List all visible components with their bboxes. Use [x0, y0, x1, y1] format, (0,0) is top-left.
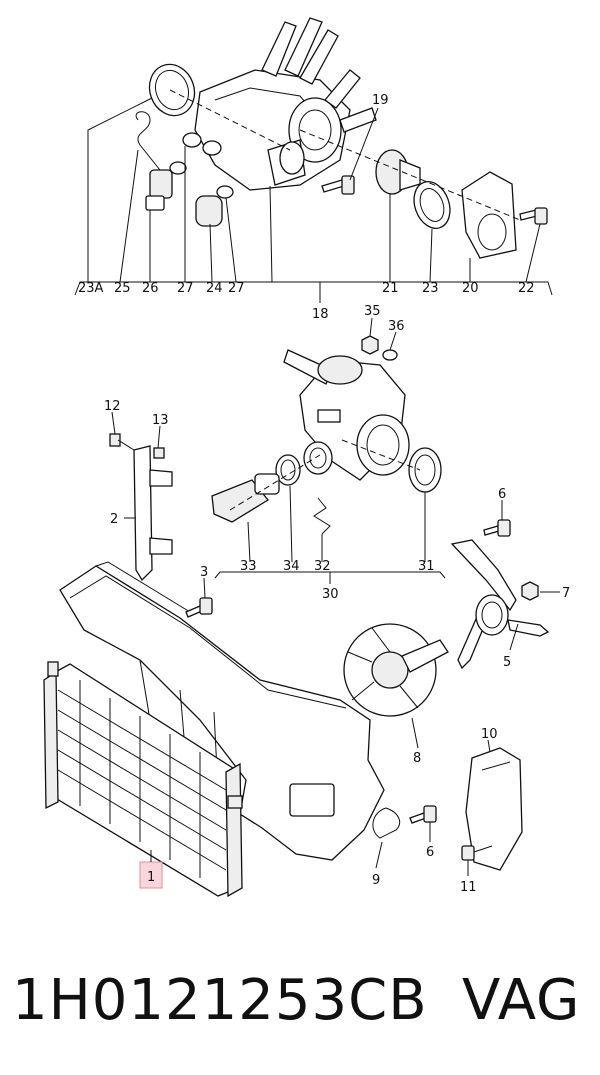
callout-24: 24	[206, 281, 223, 296]
callout-21: 21	[382, 281, 399, 296]
callout-34: 34	[283, 559, 300, 574]
brand-label: VAG	[462, 968, 581, 1033]
coolant-flange-assembly	[74, 17, 553, 303]
callout-10: 10	[481, 727, 498, 742]
callout-32: 32	[314, 559, 331, 574]
callout-36: 36	[388, 319, 405, 334]
callout-11: 11	[460, 880, 477, 895]
callout-31: 31	[418, 559, 435, 574]
bracket-assembly	[109, 411, 173, 582]
footer: 1H0121253CB VAG	[0, 950, 600, 1060]
callout-1[interactable]: 1	[147, 870, 155, 885]
callout-23: 23	[422, 281, 439, 296]
callout-9: 9	[372, 873, 380, 888]
parts-diagram: 23A 25 26 27 24 27 21 23 20 22 19 18	[43, 17, 570, 898]
callout-3: 3	[200, 565, 208, 580]
callout-20: 20	[462, 281, 479, 296]
callout-27b: 27	[228, 281, 245, 296]
callout-19: 19	[372, 93, 389, 108]
callout-7: 7	[562, 586, 570, 601]
callout-13: 13	[152, 413, 169, 428]
callout-2: 2	[110, 512, 118, 527]
callout-8: 8	[413, 751, 421, 766]
callout-25: 25	[114, 281, 131, 296]
coolant-connector-assembly	[211, 317, 446, 584]
lower-parts	[372, 739, 523, 876]
callout-35: 35	[364, 304, 381, 319]
callout-18: 18	[312, 307, 329, 322]
callout-22: 22	[518, 281, 535, 296]
callout-33: 33	[240, 559, 257, 574]
callout-27a: 27	[177, 281, 194, 296]
callout-26: 26	[142, 281, 159, 296]
part-number: 1H0121253CB	[12, 968, 428, 1033]
callout-12: 12	[104, 399, 121, 414]
callout-30: 30	[322, 587, 339, 602]
callout-23a: 23A	[78, 281, 104, 296]
callout-6a: 6	[498, 487, 506, 502]
radiator-assembly	[43, 561, 385, 898]
callout-6b: 6	[426, 845, 434, 860]
fan-assembly	[343, 500, 560, 749]
callout-5: 5	[503, 655, 511, 670]
